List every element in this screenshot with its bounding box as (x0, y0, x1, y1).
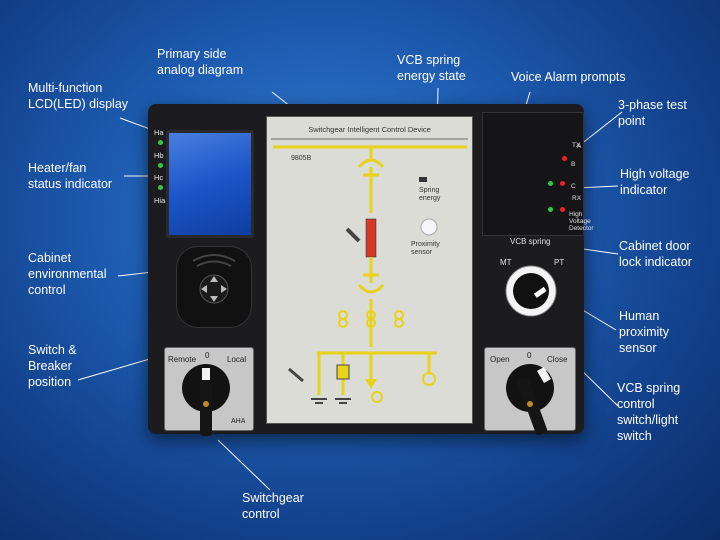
phase-a-label: A (577, 143, 582, 150)
callout-cabinet-environment: Cabinet environmental control (28, 251, 107, 297)
lcd-display (166, 130, 254, 238)
vcb-spring-switch[interactable] (504, 264, 558, 318)
open-close-knob[interactable] (502, 360, 558, 444)
callout-lcd-display: Multi-function LCD(LED) display (28, 81, 129, 111)
right-arrow-icon (221, 285, 227, 293)
status-led-hc (158, 185, 163, 190)
panel-title: Switchgear Intelligent Control Device (308, 125, 431, 134)
center-zero-label-left: 0 (205, 351, 210, 360)
callout-vcb-spring-switch: VCB spring control switch/light switch (617, 381, 681, 443)
brand-label: AHA (231, 418, 246, 425)
single-line-diagram (271, 138, 468, 404)
local-label: Local (227, 355, 247, 364)
down-arrow-icon (210, 296, 218, 302)
voltage-led-a (562, 156, 567, 161)
callout-voice-alarm: Voice Alarm prompts (511, 70, 626, 84)
status-label-hb: Hb (154, 151, 164, 160)
callout-high-voltage: High voltage indicator (620, 167, 690, 197)
proximity-sensor-window (420, 218, 438, 236)
callout-switchgear-control: Switchgear control (242, 491, 304, 521)
callout-vcb-spring-state: VCB spring energy state (397, 53, 466, 83)
center-zero-label-right: 0 (527, 351, 532, 360)
vcb-spring-label: VCB spring (510, 237, 551, 246)
voltage-led-c (548, 207, 553, 212)
rx-label: RX (572, 195, 582, 202)
phase-c-label: C (571, 183, 576, 190)
callout-switch-breaker: Switch & Breaker position (28, 343, 77, 389)
navigation-keypad (176, 246, 252, 328)
callout-primary-diagram: Primary side analog diagram (157, 47, 244, 77)
callout-heater-fan: Heater/fan status indicator (28, 161, 113, 191)
up-arrow-icon (210, 276, 218, 282)
pt-label: PT (554, 258, 565, 267)
proximity-sensor-label: Proximity sensor (411, 241, 440, 256)
status-label-hc: Hc (154, 173, 164, 182)
voltage-led-tx (560, 181, 565, 186)
status-label-ha: Ha (154, 128, 164, 137)
voltage-led-b (548, 181, 553, 186)
status-label-hia: Hia (154, 196, 166, 205)
voltage-led-rx (560, 207, 565, 212)
status-led-ha (158, 140, 163, 145)
status-led-hb (158, 163, 163, 168)
mt-label: MT (500, 258, 512, 267)
remote-local-knob[interactable] (178, 360, 234, 444)
keypad-graphic (192, 254, 236, 304)
primary-analog-diagram-panel: Switchgear Intelligent Control Device 98… (266, 116, 473, 424)
callout-cabinet-door: Cabinet door lock indicator (619, 239, 692, 269)
close-label: Close (547, 355, 568, 364)
left-arrow-icon (201, 285, 207, 293)
callout-three-phase: 3-phase test point (618, 98, 687, 128)
breaker-indicator (365, 218, 377, 258)
remote-label: Remote (168, 355, 197, 364)
detector-title: High Voltage Detector (569, 211, 594, 232)
callout-human-proximity: Human proximity sensor (619, 309, 670, 355)
phase-b-label: B (571, 161, 576, 168)
open-label: Open (490, 355, 510, 364)
leader-switchgear (217, 439, 271, 491)
high-voltage-detector: A B C High Voltage Detector (482, 112, 594, 236)
spring-energy-label: Spring energy (419, 187, 441, 202)
tx-label: TX (572, 142, 581, 149)
model-number: 9805B (291, 155, 312, 162)
